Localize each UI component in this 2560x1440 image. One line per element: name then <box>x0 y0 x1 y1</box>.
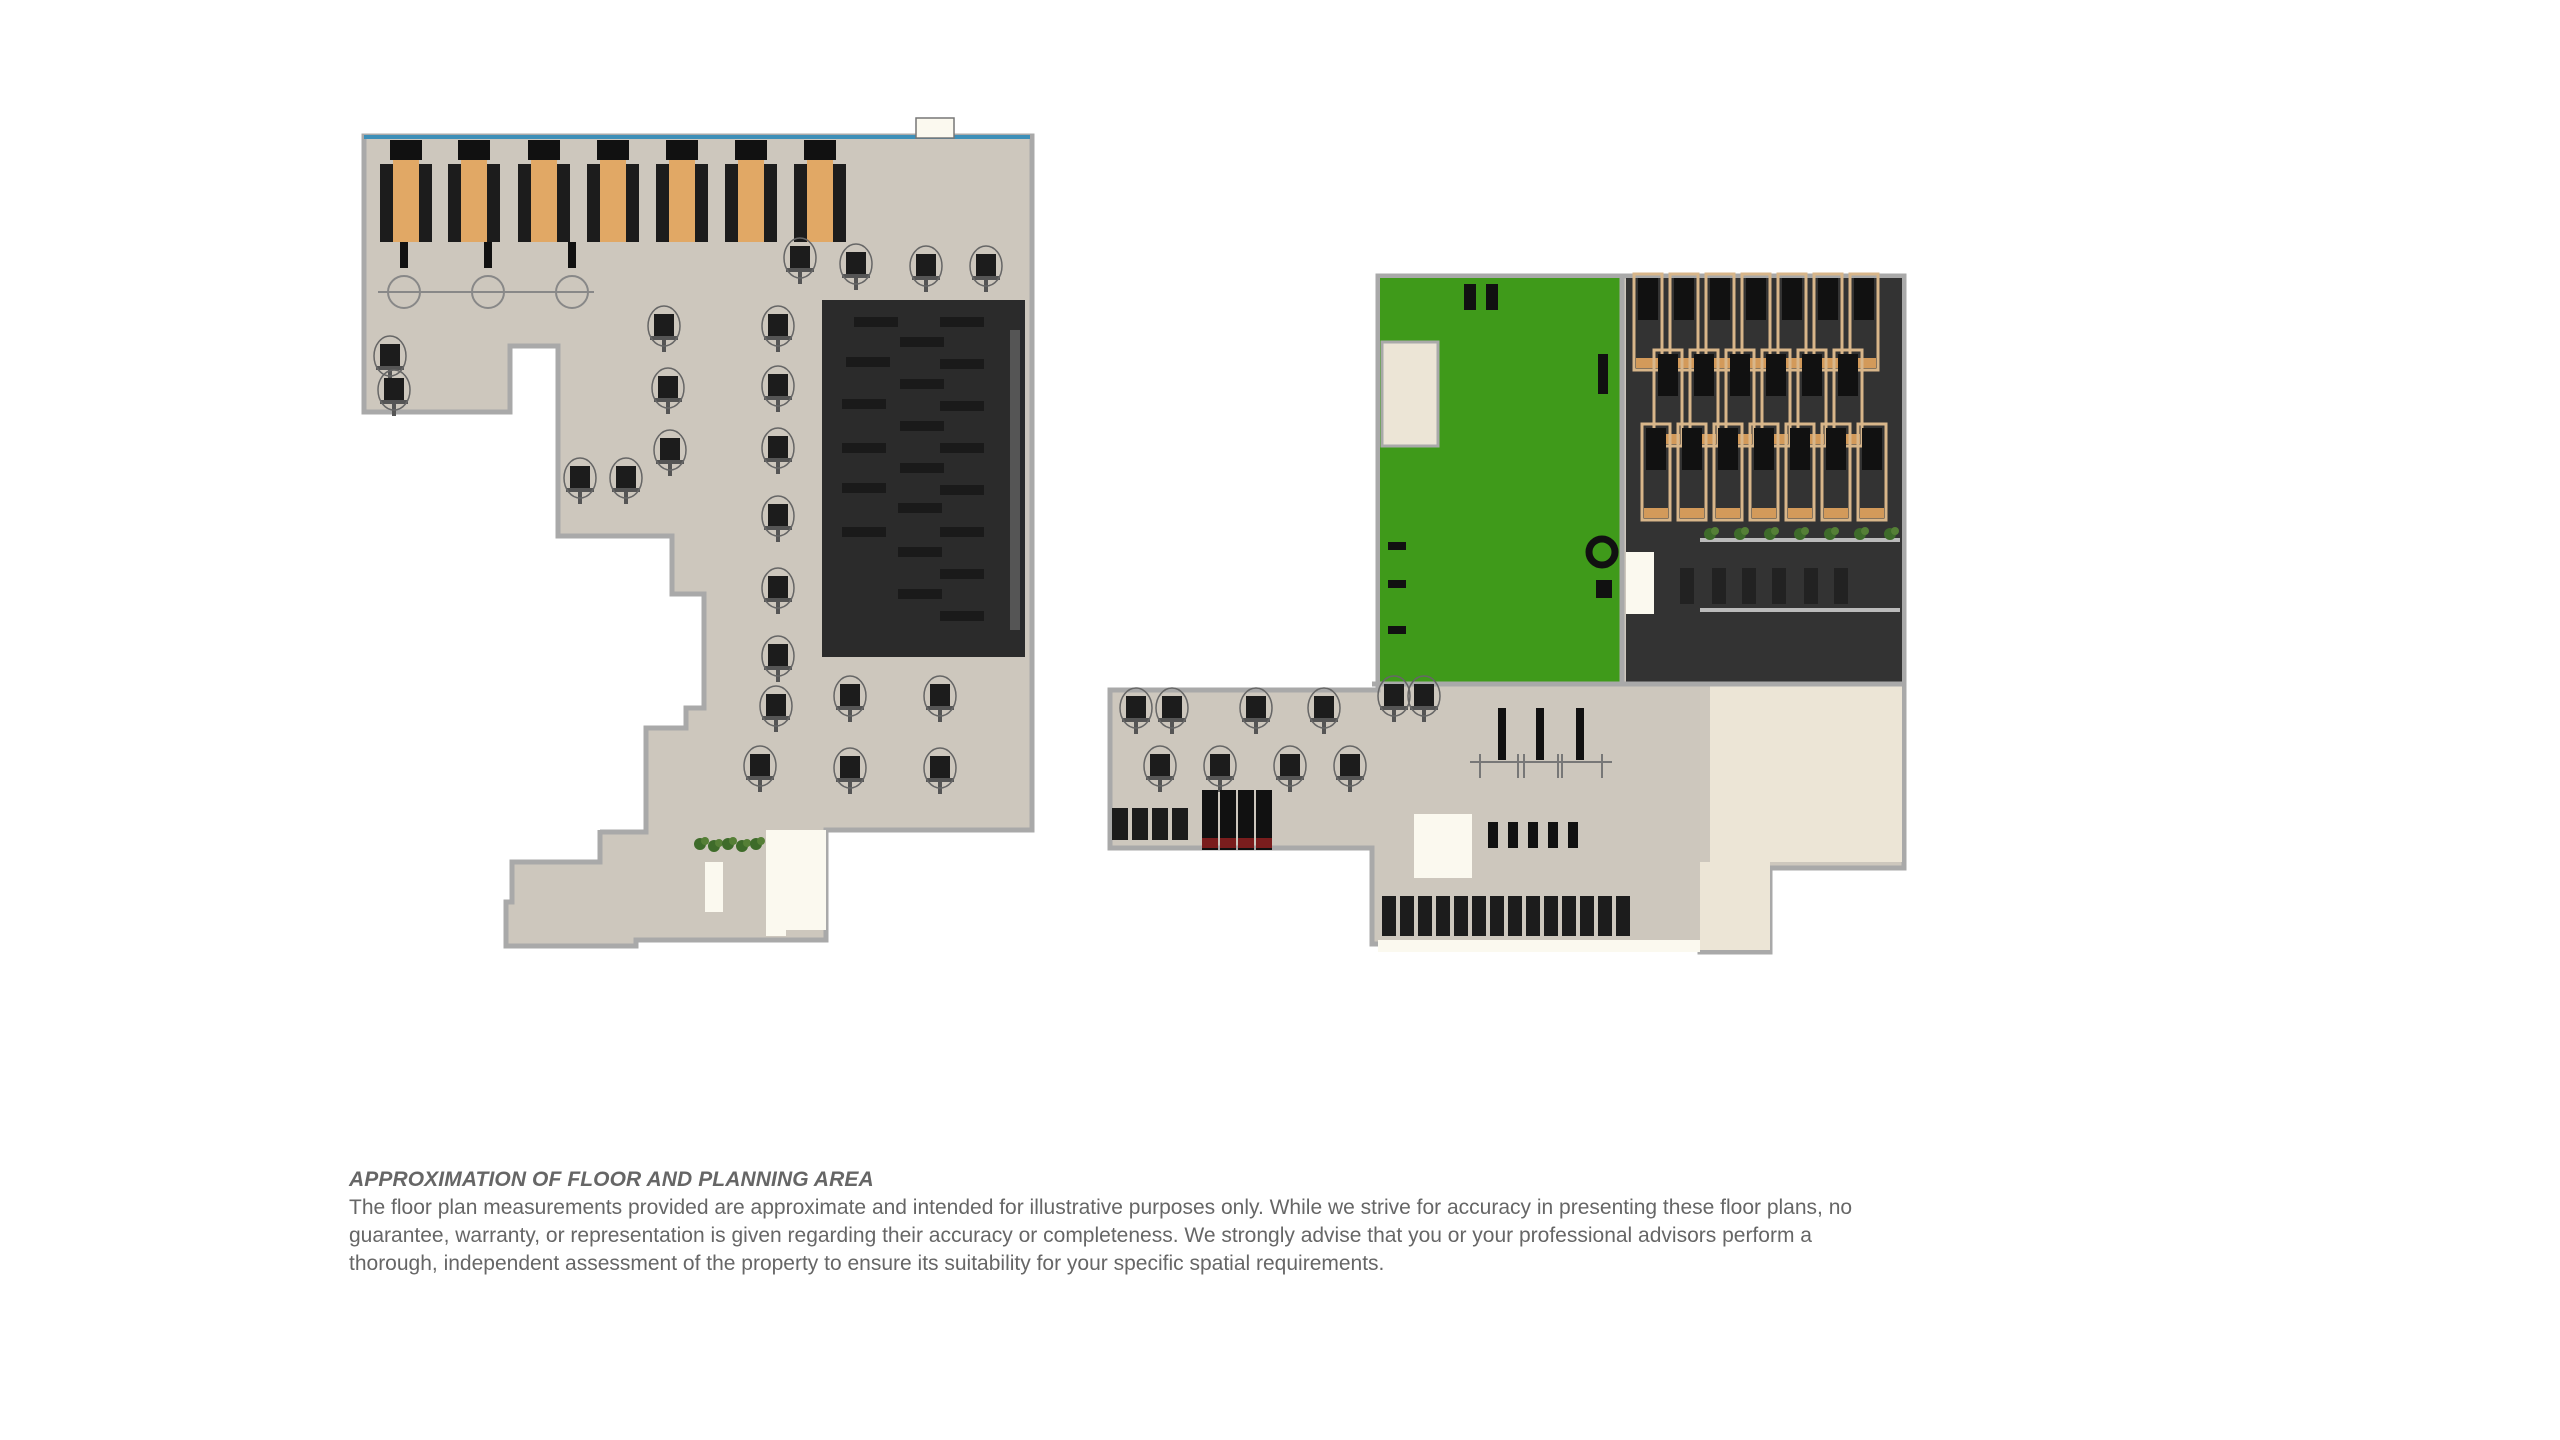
dumbbell-stations <box>1488 822 1578 848</box>
studio-punching-bags <box>1680 568 1848 604</box>
studio-area <box>1626 278 1902 682</box>
lower-fixture <box>1414 814 1472 878</box>
lounge-area <box>1710 686 1902 862</box>
turf-stone-pad <box>1380 340 1440 448</box>
selectorized-row <box>1112 790 1272 850</box>
free-weight-area <box>822 300 1025 657</box>
rubber-floor <box>822 300 1025 657</box>
lower-cardio-row <box>1382 896 1630 936</box>
turf-equipment <box>1388 284 1619 634</box>
disclaimer-line: guarantee, warranty, or representation i… <box>349 1224 1812 1247</box>
studio-planter <box>1700 527 1900 612</box>
reception-desk <box>705 862 723 912</box>
disclaimer-title: APPROXIMATION OF FLOOR AND PLANNING AREA <box>349 1168 874 1191</box>
studio-door-block <box>1626 552 1654 614</box>
disclaimer: APPROXIMATION OF FLOOR AND PLANNING AREA… <box>349 1166 1989 1278</box>
locker-block <box>786 830 826 930</box>
turf-area <box>1380 278 1620 682</box>
disclaimer-line: The floor plan measurements provided are… <box>349 1196 1853 1219</box>
left-floor-plan <box>361 117 1035 949</box>
multi-station <box>378 242 594 309</box>
disclaimer-line: thorough, independent assessment of the … <box>349 1252 1385 1275</box>
right-floor-plan <box>1107 272 1907 955</box>
entrance-door <box>915 117 955 139</box>
